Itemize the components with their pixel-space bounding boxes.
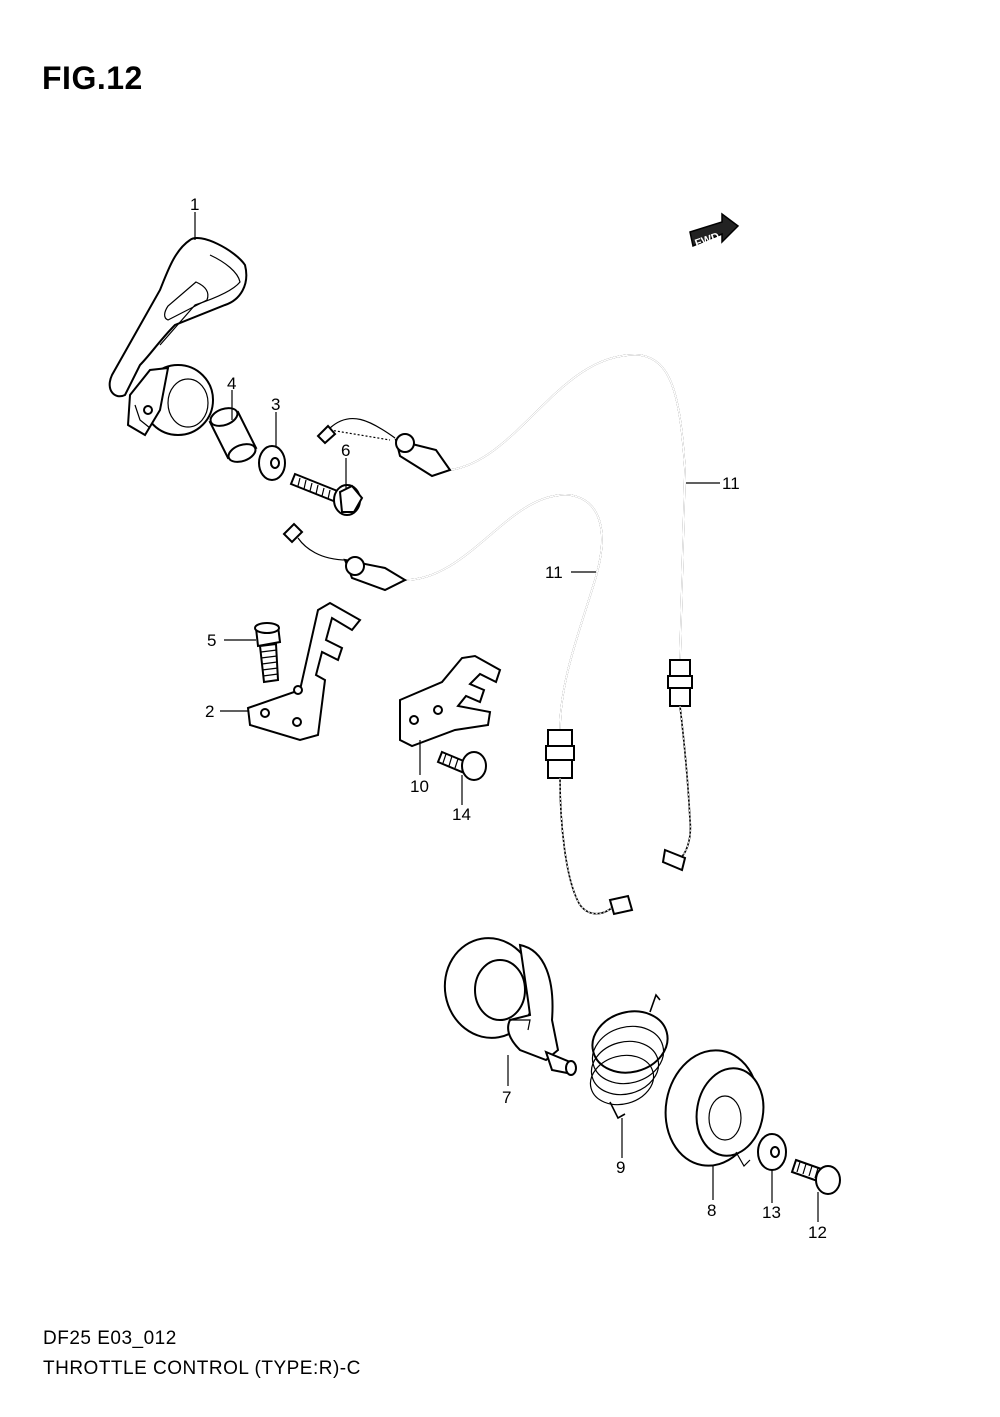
leader-lines — [194, 212, 819, 1222]
part-13-washer — [757, 1133, 787, 1171]
callout-9: 9 — [616, 1158, 625, 1177]
diagram-code: DF25 E03_012 — [43, 1328, 177, 1349]
fwd-direction-badge: FWD — [689, 212, 740, 250]
callout-7: 7 — [502, 1088, 511, 1107]
callout-2: 2 — [205, 702, 214, 721]
part-10-bracket — [399, 654, 502, 748]
part-11-lower-cable — [282, 494, 634, 916]
part-2-bracket — [246, 601, 362, 742]
callout-14: 14 — [452, 805, 471, 824]
part-11-upper-cable — [316, 354, 693, 872]
part-5-bolt — [254, 622, 282, 684]
part-6-bolt — [289, 472, 364, 516]
part-12-bolt — [790, 1158, 841, 1195]
callout-8: 8 — [707, 1201, 716, 1220]
callout-13: 13 — [762, 1203, 781, 1222]
callout-1: 1 — [190, 195, 199, 214]
diagram-description: THROTTLE CONTROL (TYPE:R)-C — [43, 1358, 361, 1379]
callout-numbers: 1 4 3 6 11 11 5 2 10 14 7 9 8 13 12 — [190, 195, 827, 1242]
part-7-throttle-cam — [443, 937, 577, 1076]
callout-3: 3 — [271, 395, 280, 414]
part-1-throttle-lever — [108, 237, 248, 437]
part-8-pulley — [664, 1049, 765, 1167]
figure-title: FIG.12 — [42, 60, 143, 96]
part-9-spring — [589, 993, 669, 1120]
part-14-bolt — [436, 750, 487, 781]
part-3-washer — [258, 445, 286, 481]
callout-10: 10 — [410, 777, 429, 796]
callout-5: 5 — [207, 631, 216, 650]
callout-12: 12 — [808, 1223, 827, 1242]
callout-6: 6 — [341, 441, 350, 460]
callout-4: 4 — [227, 374, 236, 393]
callout-11-lower: 11 — [545, 563, 563, 582]
part-4-collar — [208, 407, 258, 463]
callout-11-upper: 11 — [722, 474, 740, 493]
